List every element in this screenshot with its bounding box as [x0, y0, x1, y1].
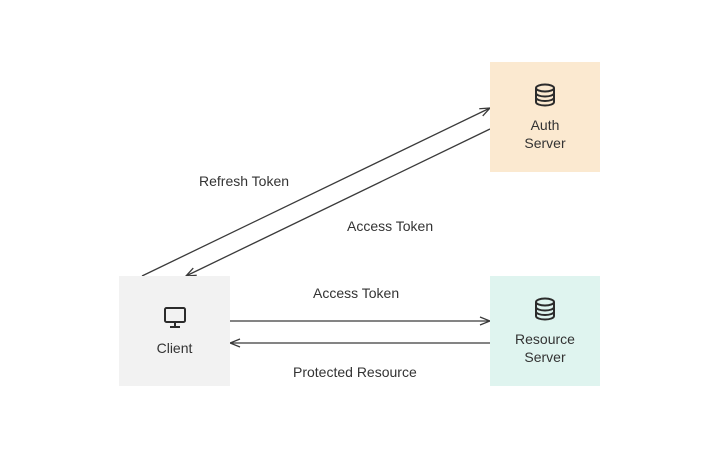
refresh-token-arrow — [141, 108, 490, 277]
access-token-resource-label: Access Token — [313, 285, 400, 301]
resource-server-node[interactable]: Resource Server — [490, 276, 600, 386]
access-token-auth-arrow — [186, 128, 491, 276]
refresh-token-label: Refresh Token — [199, 173, 290, 189]
protected-resource-label: Protected Resource — [293, 364, 417, 380]
access-token-auth-label: Access Token — [347, 218, 434, 234]
database-icon — [535, 297, 555, 321]
monitor-icon — [163, 307, 186, 328]
client-label: Client — [156, 340, 193, 356]
database-icon — [535, 83, 555, 107]
auth-server-label: Auth Server — [524, 117, 566, 151]
resource-server-label: Resource Server — [515, 331, 575, 365]
client-node[interactable]: Client — [119, 276, 230, 386]
auth-server-node[interactable]: Auth Server — [490, 62, 600, 172]
